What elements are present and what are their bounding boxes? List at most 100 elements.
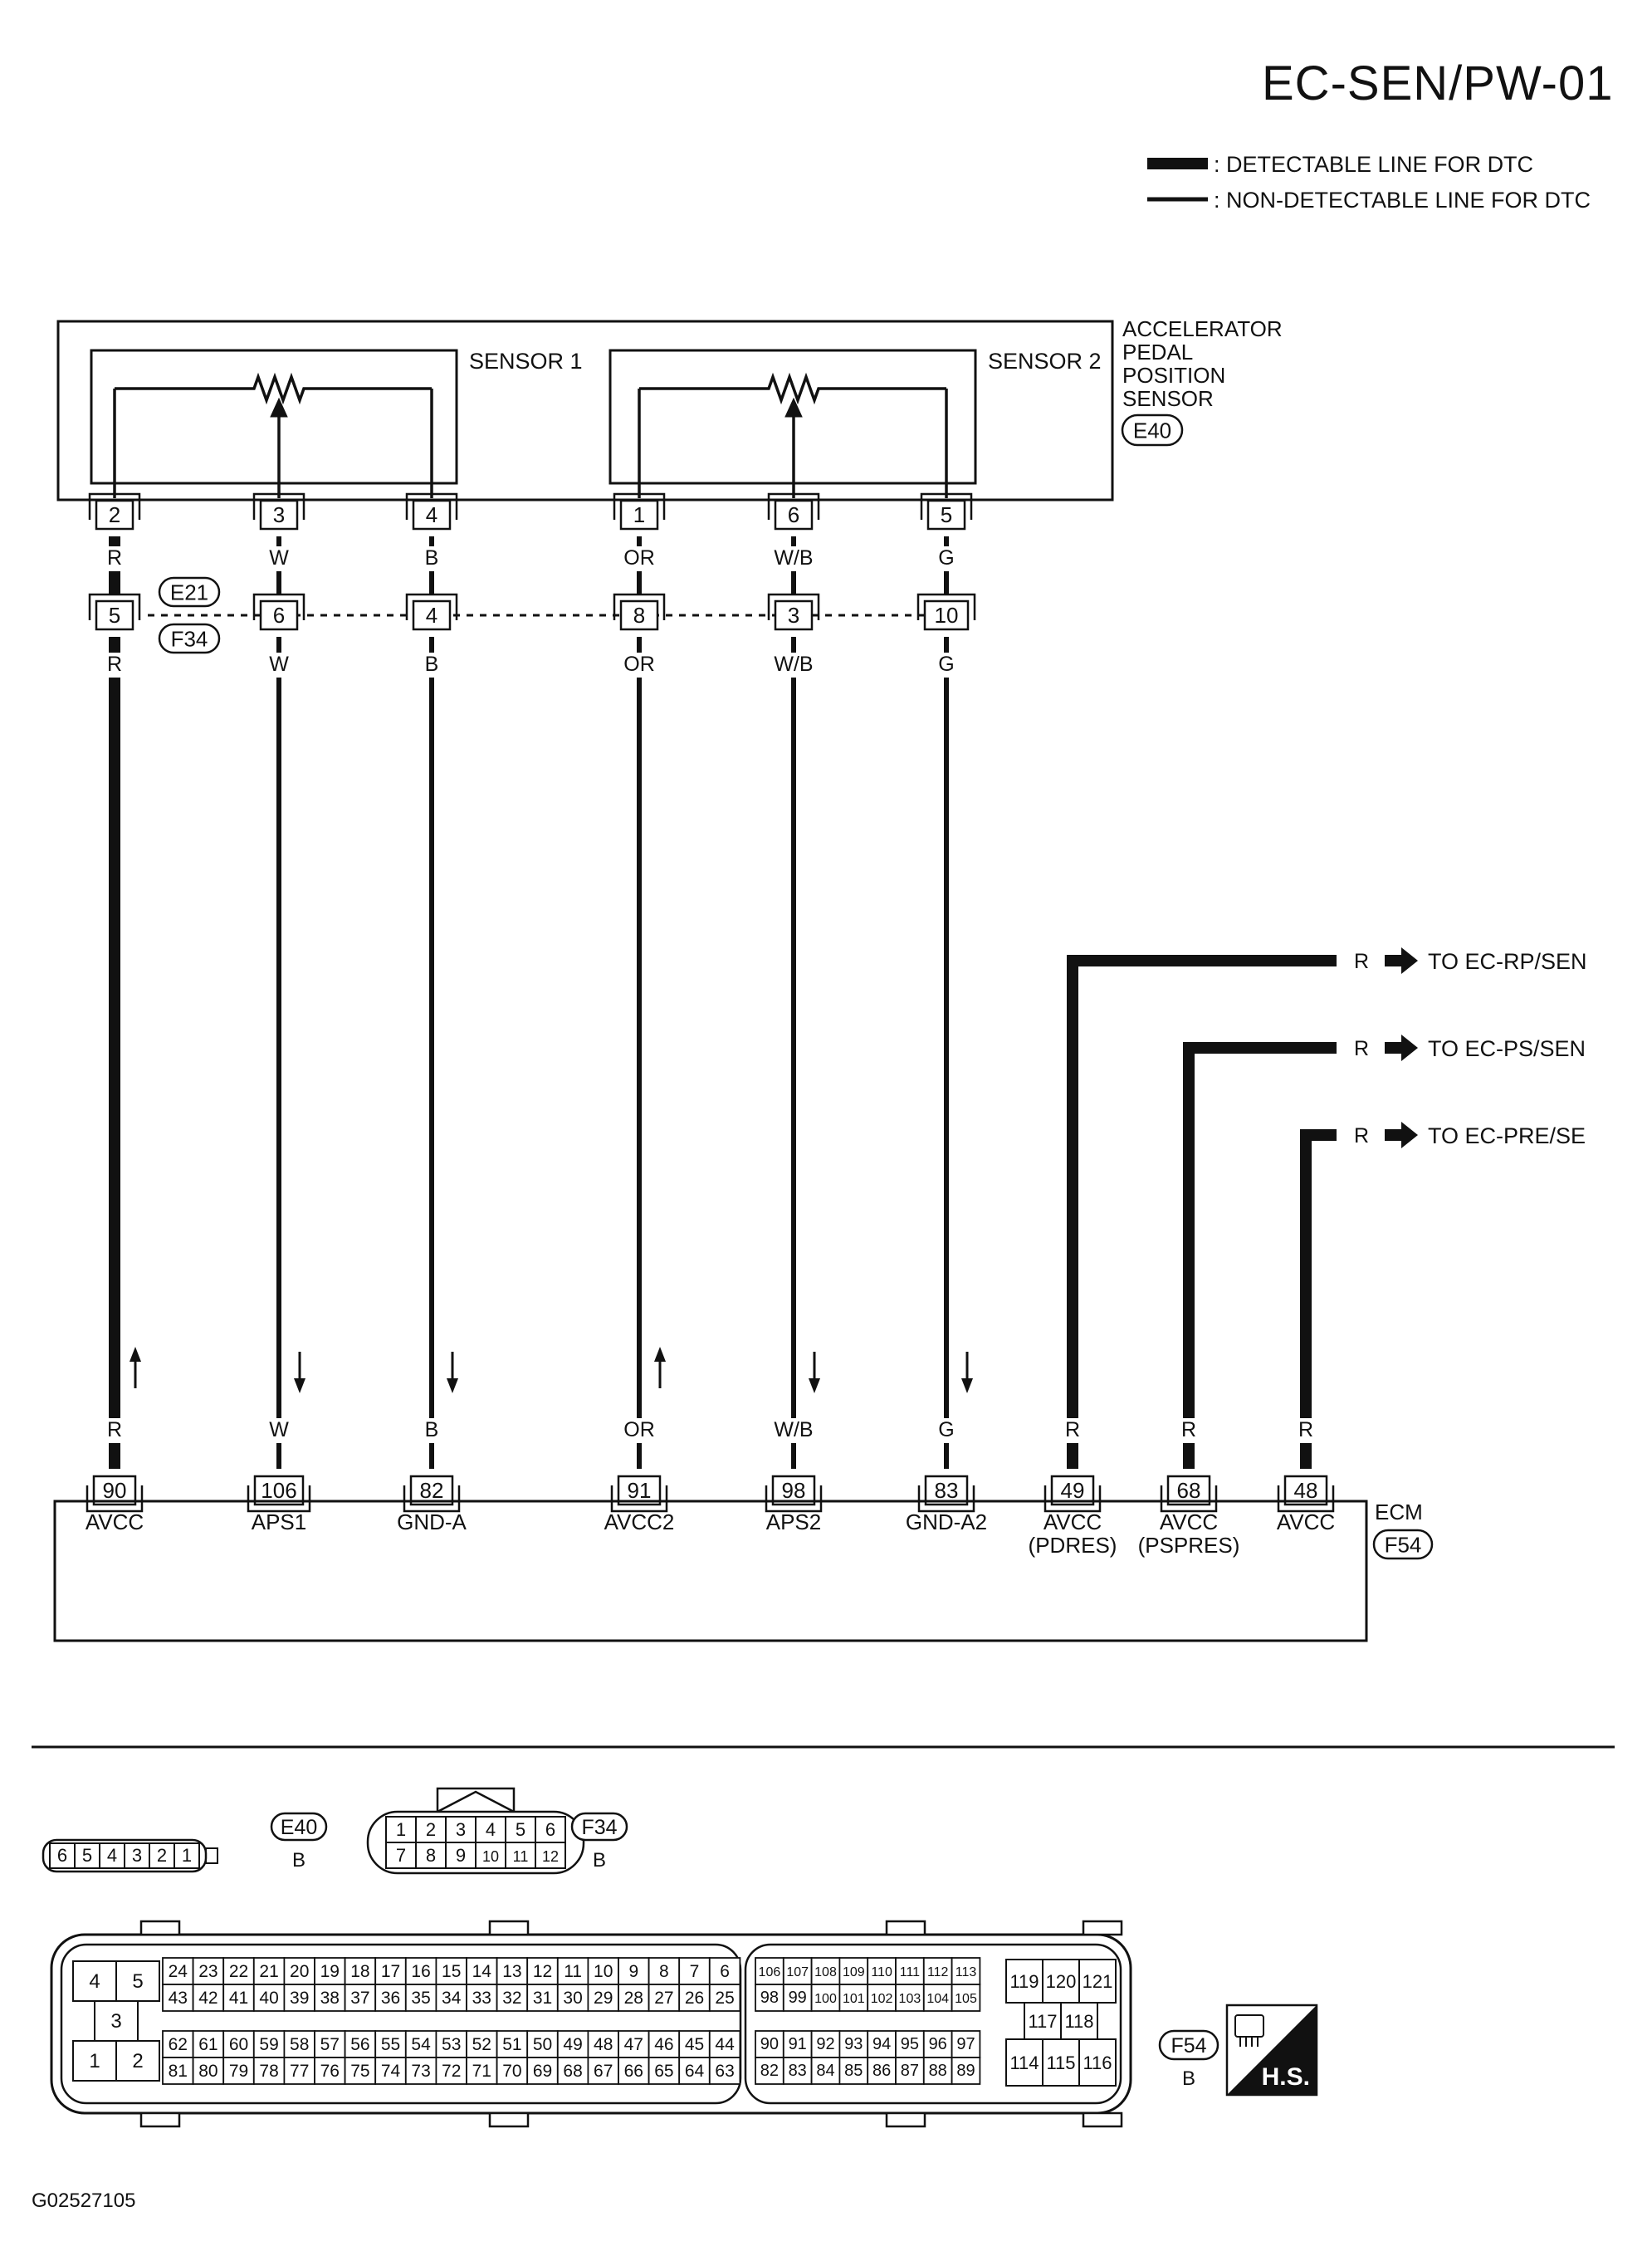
f54-pin-cell [810,1984,841,2012]
f54-pin-number: 32 [502,1989,521,2008]
ecm-pin-terminal-bracket [1277,1485,1335,1513]
f54-pin-number: 119 [1009,1971,1039,1992]
f54-pin-number: 35 [411,1989,430,2008]
signal-arrow-down [961,1378,973,1393]
f54-pin-number: 37 [350,1989,369,2008]
sensor-pin-terminal-label: 4 [426,502,437,527]
f54-pin-number: 44 [715,2035,735,2054]
f54-pin-cell [618,1984,650,2012]
sensor-pin-terminal-label: 1 [633,502,645,527]
sensor-pin-terminal-bracket [767,492,820,520]
ecm-terminal-label: APS2 [766,1509,822,1534]
wire-color-label: R [107,546,122,570]
joint-pin-terminal-label: 5 [109,603,120,628]
f54-pin-number: 18 [350,1962,369,1981]
f34-key-peak [437,1790,515,1813]
f54-pin-cell [867,1984,897,2012]
f54-pin-number: 49 [563,2035,582,2054]
ecm-pin-terminal-label: 90 [103,1478,127,1503]
f54-pin-cell [618,2030,650,2058]
ecm-pin-terminal-box [617,1475,662,1506]
wire-label-mask [257,653,301,678]
wire-label-mask [772,1418,815,1443]
wire-label-mask [1051,1418,1094,1443]
f54-pin-cell [374,1957,407,1985]
f54-pin-number: 99 [789,1989,807,2007]
hs-label: H.S. [1262,2063,1310,2091]
f54-connector-id: F54 [1171,2034,1206,2058]
sensor-pin-terminal-box [774,499,814,531]
signal-arrow-down [294,1378,305,1393]
branch-destination: TO EC-PS/SEN [1428,1036,1586,1061]
f54-pin-cell [1078,2038,1117,2087]
sensor-pin-terminal-bracket [405,492,458,520]
wire-color-label: R [1065,1418,1080,1441]
f54-pin-cell [648,1957,681,1985]
f54-pin-cell [895,1984,925,2012]
f54-pin-cell [951,2030,981,2058]
ecm-pin-terminal-box [1050,1475,1095,1506]
f54-connector-color: B [1182,2067,1195,2090]
f54-pin-cell [283,2057,315,2085]
f54-pin-cell [951,1984,981,2012]
joint-connector-tag-top: E21 [170,580,208,604]
f54-pin-cell [283,1984,315,2012]
f54-pin-cell [782,1957,813,1985]
f54-pin-number: 51 [502,2035,521,2054]
ecm-pin-terminal: 48 [1277,1475,1335,1513]
f54-pin-number: 6 [720,1962,730,1981]
f34-pin-cell [535,1842,566,1869]
page-title: EC-SEN/PW-01 [1262,56,1614,110]
f54-pin-number: 111 [900,1965,920,1979]
f54-pin-number: 88 [929,2062,947,2080]
sensor-name-line: ACCELERATOR [1122,316,1283,341]
wire-color-label: OR [623,653,655,676]
wire-color-label: B [425,653,439,676]
sensor-pin-terminal-bracket [252,492,305,520]
f54-pin-cell [810,2030,841,2058]
f54-pin-number: 108 [814,1965,837,1979]
e40-pin-number: 5 [82,1845,92,1866]
f54-pin-number: 22 [229,1962,248,1981]
sensor-housing [56,320,1114,502]
e40-connector-color: B [292,1849,305,1872]
f54-pin-number: 69 [533,2062,552,2081]
wire-color-label: W/B [774,653,813,676]
f34-pin-number: 8 [426,1845,436,1866]
e40-pin-cell [49,1842,76,1869]
f54-pin-number: 113 [956,1965,977,1979]
f54-pin-number: 53 [442,2035,461,2054]
f54-pin-number: 55 [381,2035,400,2054]
f54-pin-number: 34 [442,1989,462,2008]
joint-pin-terminal-bracket [405,593,458,620]
joint-pin-terminal: 4 [405,593,458,631]
f54-pin-number: 78 [259,2062,278,2081]
f54-pin-number: 43 [169,1989,188,2008]
branch-wire [1183,1042,1337,1469]
ecm-pin-terminal-bracket [1160,1485,1218,1513]
ecm-pin-terminal-label: 83 [935,1478,959,1503]
f54-pin-cell [344,1984,377,2012]
f54-pin-cell [1005,1959,1043,2004]
e40-pin-number: 3 [132,1845,142,1866]
branch-wire-color: R [1354,1124,1369,1147]
f54-pin-number: 45 [685,2035,704,2054]
sensor-name-line: SENSOR [1122,386,1214,411]
f34-pin-number: 3 [456,1819,466,1840]
f54-pin-cell [283,2030,315,2058]
wire-color-label: OR [623,546,655,570]
f54-pin-cell [222,2057,255,2085]
joint-connector-tag-bottom: F34 [171,626,208,651]
ecm-connector-tag: F54 [1385,1532,1422,1557]
f54-pin-number: 29 [594,1989,613,2008]
f54-pin-number: 89 [956,2062,975,2080]
ecm-pin-terminal-label: 48 [1294,1478,1318,1503]
f54-pin-number: 94 [872,2035,891,2053]
f54-pin-number: 31 [533,1989,552,2008]
f54-pin-number: 75 [350,2062,369,2081]
hs-emblem-triangle [1227,2005,1317,2095]
e40-pin-number: 6 [57,1845,67,1866]
f54-pin-number: 95 [901,2035,919,2053]
sensor-pin-terminal-box [412,499,452,531]
ecm-pin-terminal-bracket [403,1485,461,1513]
